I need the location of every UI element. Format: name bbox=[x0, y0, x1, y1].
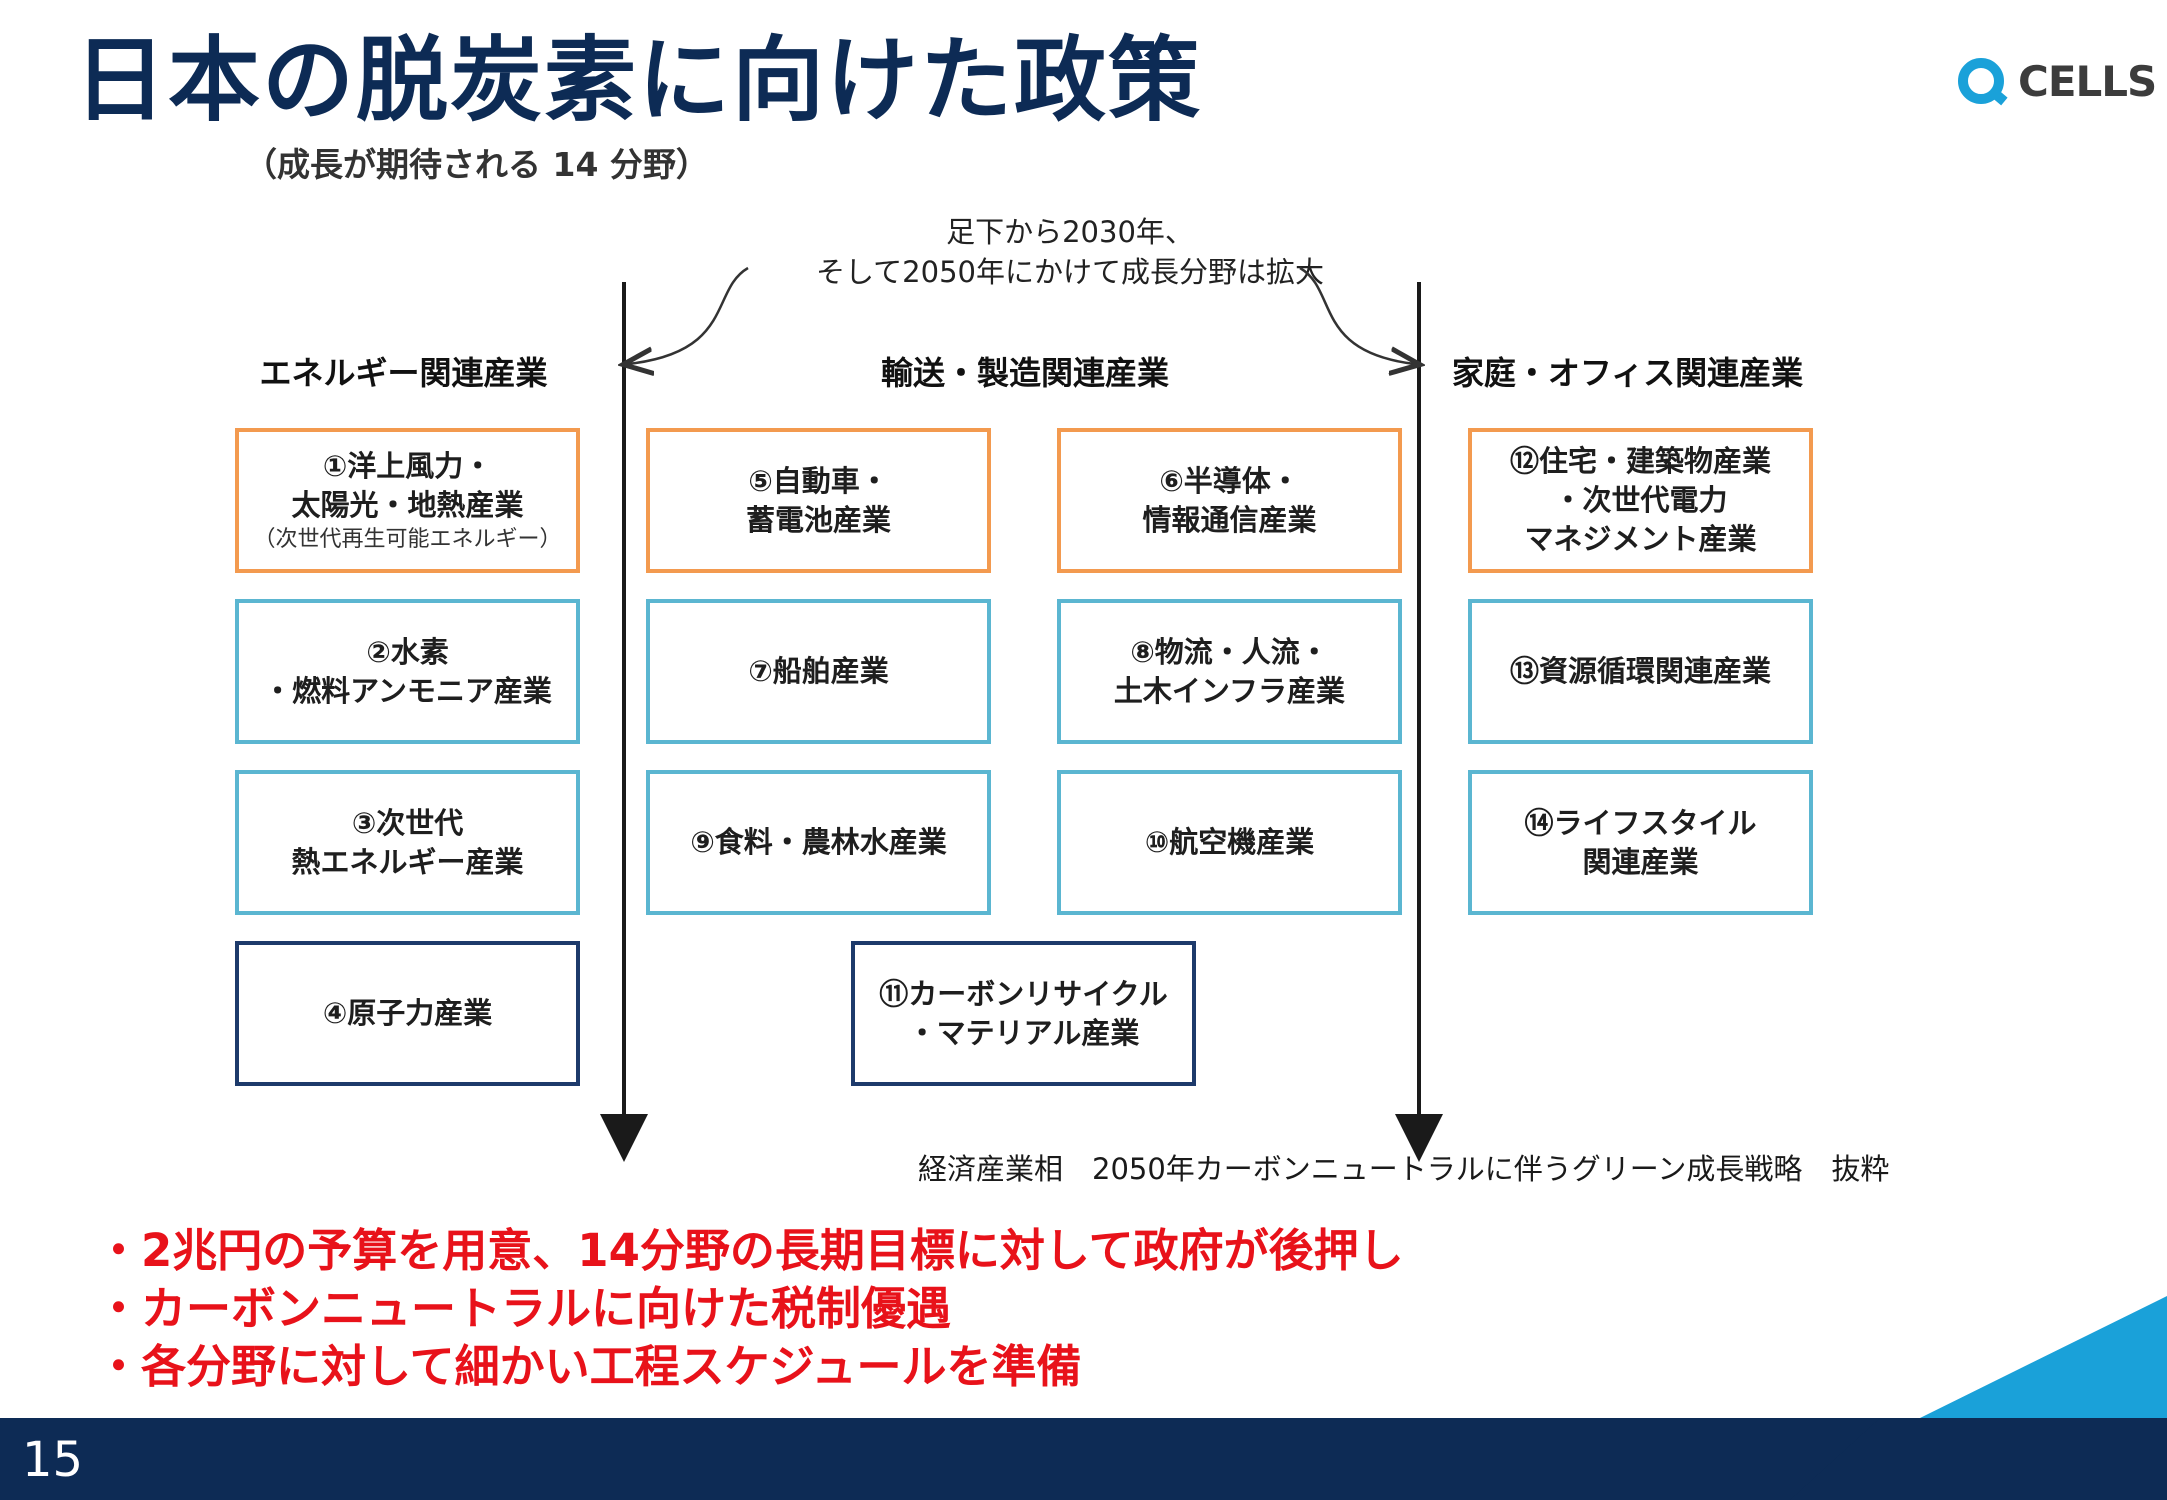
sector-box-lifestyle: ⑭ライフスタイル 関連産業 bbox=[1468, 770, 1813, 915]
sector-label: ③次世代 bbox=[351, 805, 464, 840]
sector-box-logistics: ⑧物流・人流・ 土木インフラ産業 bbox=[1057, 599, 1402, 744]
curved-arrow-left bbox=[628, 266, 749, 364]
sector-box-carbon-recycling: ⑪カーボンリサイクル ・マテリアル産業 bbox=[851, 941, 1196, 1086]
q-cells-logo-icon bbox=[1958, 58, 2004, 104]
sector-label: ⑭ライフスタイル bbox=[1524, 805, 1757, 840]
sector-label: 情報通信産業 bbox=[1142, 502, 1317, 537]
sector-label: マネジメント産業 bbox=[1524, 522, 1757, 556]
sector-label: ⑧物流・人流・ bbox=[1130, 634, 1329, 669]
sector-box-housing: ⑫住宅・建築物産業 ・次世代電力 マネジメント産業 bbox=[1468, 428, 1813, 573]
logo-text: CELLS bbox=[2018, 56, 2157, 106]
page-number: 15 bbox=[22, 1432, 84, 1488]
sector-label: ⑬資源循環関連産業 bbox=[1509, 654, 1771, 688]
sector-label: 太陽光・地熱産業 bbox=[291, 487, 524, 522]
sector-label: ⑦船舶産業 bbox=[748, 654, 889, 688]
sector-sublabel: （次世代再生可能エネルギー） bbox=[253, 526, 562, 552]
column-heading-transport: 輸送・製造関連産業 bbox=[880, 354, 1169, 392]
sector-label: ⑥半導体・ bbox=[1159, 463, 1300, 498]
sector-box-nuclear: ④原子力産業 bbox=[235, 941, 580, 1086]
bullet-list: ・2兆円の予算を用意、14分野の長期目標に対して政府が後押し ・カーボンニュート… bbox=[96, 1222, 1404, 1396]
sector-box-food-agriculture: ⑨食料・農林水産業 bbox=[646, 770, 991, 915]
page-title: 日本の脱炭素に向けた政策 bbox=[74, 27, 1203, 134]
sector-label: ④原子力産業 bbox=[322, 996, 493, 1030]
sector-box-automotive: ⑤自動車・ 蓄電池産業 bbox=[646, 428, 991, 573]
sector-label: 熱エネルギー産業 bbox=[291, 844, 524, 879]
sector-label: ⑤自動車・ bbox=[748, 463, 889, 498]
sector-label: ・マテリアル産業 bbox=[907, 1015, 1140, 1050]
footer-bar bbox=[0, 1418, 2167, 1500]
qcells-logo: CELLS bbox=[1958, 56, 2157, 106]
sector-box-next-gen-thermal: ③次世代 熱エネルギー産業 bbox=[235, 770, 580, 915]
sector-box-offshore-wind: ①洋上風力・ 太陽光・地熱産業 （次世代再生可能エネルギー） bbox=[235, 428, 580, 573]
column-heading-home: 家庭・オフィス関連産業 bbox=[1451, 354, 1804, 392]
bullet-item: ・カーボンニュートラルに向けた税制優遇 bbox=[96, 1282, 952, 1335]
sector-box-aircraft: ⑩航空機産業 bbox=[1057, 770, 1402, 915]
sector-label: 関連産業 bbox=[1582, 844, 1699, 879]
bullet-item: ・2兆円の予算を用意、14分野の長期目標に対して政府が後押し bbox=[96, 1224, 1404, 1277]
sector-label: ①洋上風力・ bbox=[322, 448, 493, 483]
sector-box-resource-recycling: ⑬資源循環関連産業 bbox=[1468, 599, 1813, 744]
growth-note-line1: 足下から2030年、 bbox=[946, 215, 1194, 249]
sector-label: ・燃料アンモニア産業 bbox=[263, 673, 552, 708]
sector-label: 蓄電池産業 bbox=[745, 502, 891, 537]
sector-label: 土木インフラ産業 bbox=[1113, 673, 1346, 708]
source-citation: 経済産業相 2050年カーボンニュートラルに伴うグリーン成長戦略 抜粋 bbox=[918, 1152, 1890, 1186]
sector-label: ⑨食料・農林水産業 bbox=[690, 825, 947, 859]
sector-label: ⑪カーボンリサイクル bbox=[879, 976, 1168, 1011]
page-subtitle: （成長が期待される 14 分野） bbox=[244, 145, 709, 184]
growth-note-line2: そして2050年にかけて成長分野は拡大 bbox=[816, 255, 1324, 289]
sector-box-semiconductor: ⑥半導体・ 情報通信産業 bbox=[1057, 428, 1402, 573]
sector-box-hydrogen: ②水素 ・燃料アンモニア産業 bbox=[235, 599, 580, 744]
sector-box-shipping: ⑦船舶産業 bbox=[646, 599, 991, 744]
bullet-item: ・各分野に対して細かい工程スケジュールを準備 bbox=[96, 1340, 1082, 1393]
sector-label: ⑩航空機産業 bbox=[1144, 825, 1315, 859]
growth-note: 足下から2030年、 そして2050年にかけて成長分野は拡大 bbox=[760, 212, 1380, 292]
sector-label: ・次世代電力 bbox=[1553, 483, 1728, 517]
sector-label: ②水素 bbox=[366, 634, 449, 669]
column-heading-energy: エネルギー関連産業 bbox=[259, 354, 548, 392]
sector-label: ⑫住宅・建築物産業 bbox=[1509, 444, 1771, 478]
